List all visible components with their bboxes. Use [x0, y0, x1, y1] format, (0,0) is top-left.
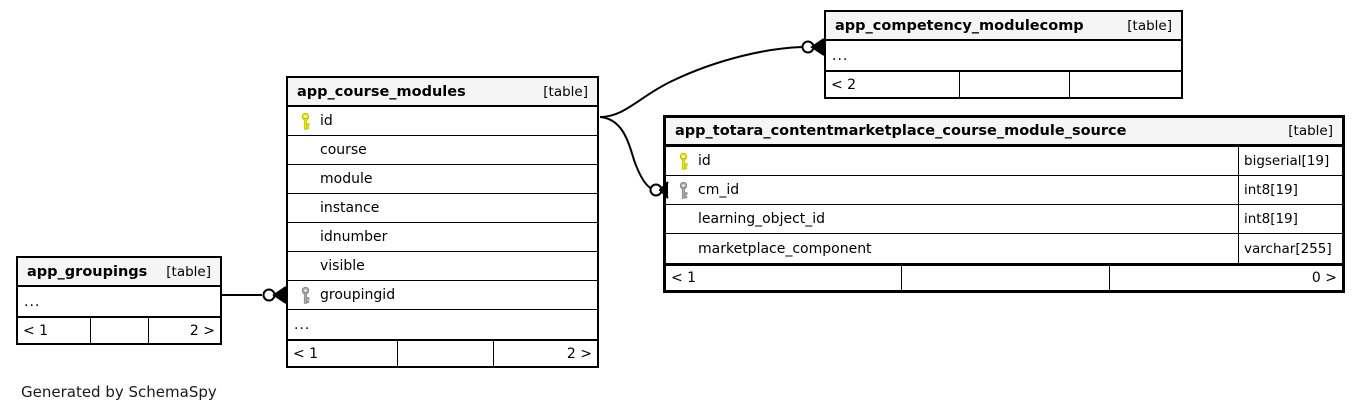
- footer-parent-count: < 1: [671, 270, 697, 286]
- footer-child-count: 2 >: [493, 341, 597, 366]
- relationship-line-course-modules-cms: [599, 116, 653, 190]
- column-name: visible: [320, 258, 365, 274]
- footer-child-count: 2 >: [148, 318, 220, 343]
- footer-parent-count: < 1: [293, 345, 319, 362]
- table-footer-app-course-modules: < 1 2 >: [288, 339, 597, 366]
- table-row[interactable]: ...: [288, 310, 597, 339]
- table-footer-app-totara-cms: < 1 0 >: [666, 263, 1342, 290]
- table-app-groupings[interactable]: app_groupings [table] ... < 1 2 >: [16, 256, 222, 345]
- table-type-tag: [table]: [1127, 17, 1172, 34]
- footer-parent-count: < 2: [831, 76, 857, 93]
- table-type-tag: [table]: [543, 83, 588, 100]
- column-type: int8[19]: [1238, 205, 1342, 233]
- table-app-course-modules[interactable]: app_course_modules [table] id course: [286, 76, 599, 368]
- footer-child-count: 0 >: [1109, 266, 1342, 290]
- table-type-tag: [table]: [166, 263, 211, 280]
- column-name: instance: [320, 200, 380, 216]
- column-type: varchar[255]: [1238, 234, 1342, 263]
- column-name: ...: [24, 293, 41, 310]
- footer-middle: [90, 318, 148, 343]
- table-title: app_course_modules: [297, 83, 466, 100]
- table-row-cm-id[interactable]: cm_id int8[19]: [666, 176, 1342, 205]
- table-header-app-competency-modulecomp: app_competency_modulecomp [table]: [826, 12, 1181, 41]
- table-header-app-groupings: app_groupings [table]: [18, 258, 220, 287]
- footer-parent-count: < 1: [23, 322, 49, 339]
- table-row-id[interactable]: id: [288, 107, 597, 136]
- column-name: course: [320, 142, 367, 158]
- column-type: bigserial[19]: [1238, 147, 1342, 175]
- foreign-key-icon: [294, 286, 316, 304]
- table-row-visible[interactable]: visible: [288, 252, 597, 281]
- column-name: groupingid: [320, 287, 396, 303]
- table-rows-app-course-modules: id course module instance idnumber visib…: [288, 107, 597, 339]
- column-name: cm_id: [698, 182, 740, 198]
- column-name: idnumber: [320, 229, 388, 245]
- column-name: ...: [294, 316, 311, 333]
- table-row[interactable]: ...: [18, 287, 220, 316]
- footer-child-count: [1069, 72, 1181, 97]
- table-title: app_competency_modulecomp: [835, 17, 1084, 34]
- table-title: app_groupings: [27, 263, 148, 280]
- table-row-groupingid[interactable]: groupingid: [288, 281, 597, 310]
- primary-key-icon: [294, 112, 316, 130]
- table-row-idnumber[interactable]: idnumber: [288, 223, 597, 252]
- footer-middle: [959, 72, 1069, 97]
- column-name: module: [320, 171, 373, 187]
- table-rows-app-competency-modulecomp: ...: [826, 41, 1181, 70]
- table-rows-app-totara-cms: id bigserial[19] cm_id int8[19] l: [666, 147, 1342, 263]
- table-row-id[interactable]: id bigserial[19]: [666, 147, 1342, 176]
- table-type-tag: [table]: [1288, 123, 1333, 139]
- table-app-competency-modulecomp[interactable]: app_competency_modulecomp [table] ... < …: [824, 10, 1183, 99]
- primary-key-icon: [672, 152, 694, 170]
- table-header-app-course-modules: app_course_modules [table]: [288, 78, 597, 107]
- table-row-instance[interactable]: instance: [288, 194, 597, 223]
- table-title: app_totara_contentmarketplace_course_mod…: [675, 123, 1127, 139]
- table-row-marketplace-component[interactable]: marketplace_component varchar[255]: [666, 234, 1342, 263]
- column-name: learning_object_id: [698, 211, 826, 227]
- table-rows-app-groupings: ...: [18, 287, 220, 316]
- table-app-totara-contentmarketplace-course-module-source[interactable]: app_totara_contentmarketplace_course_mod…: [663, 115, 1345, 293]
- footer-middle: [901, 266, 1109, 290]
- column-type: int8[19]: [1238, 176, 1342, 204]
- table-row-learning-object-id[interactable]: learning_object_id int8[19]: [666, 205, 1342, 234]
- table-footer-app-groupings: < 1 2 >: [18, 316, 220, 343]
- column-name: id: [320, 113, 333, 129]
- column-name: ...: [832, 47, 849, 64]
- table-row[interactable]: ...: [826, 41, 1181, 70]
- table-footer-app-competency-modulecomp: < 2: [826, 70, 1181, 97]
- column-name: marketplace_component: [698, 240, 872, 257]
- foreign-key-icon: [672, 181, 694, 199]
- generated-by-caption: Generated by SchemaSpy: [21, 383, 217, 401]
- table-header-app-totara-cms: app_totara_contentmarketplace_course_mod…: [666, 118, 1342, 147]
- table-row-module[interactable]: module: [288, 165, 597, 194]
- footer-middle: [397, 341, 493, 366]
- relationship-line-course-modules-competency: [599, 46, 803, 118]
- column-name: id: [698, 153, 711, 169]
- table-row-course[interactable]: course: [288, 136, 597, 165]
